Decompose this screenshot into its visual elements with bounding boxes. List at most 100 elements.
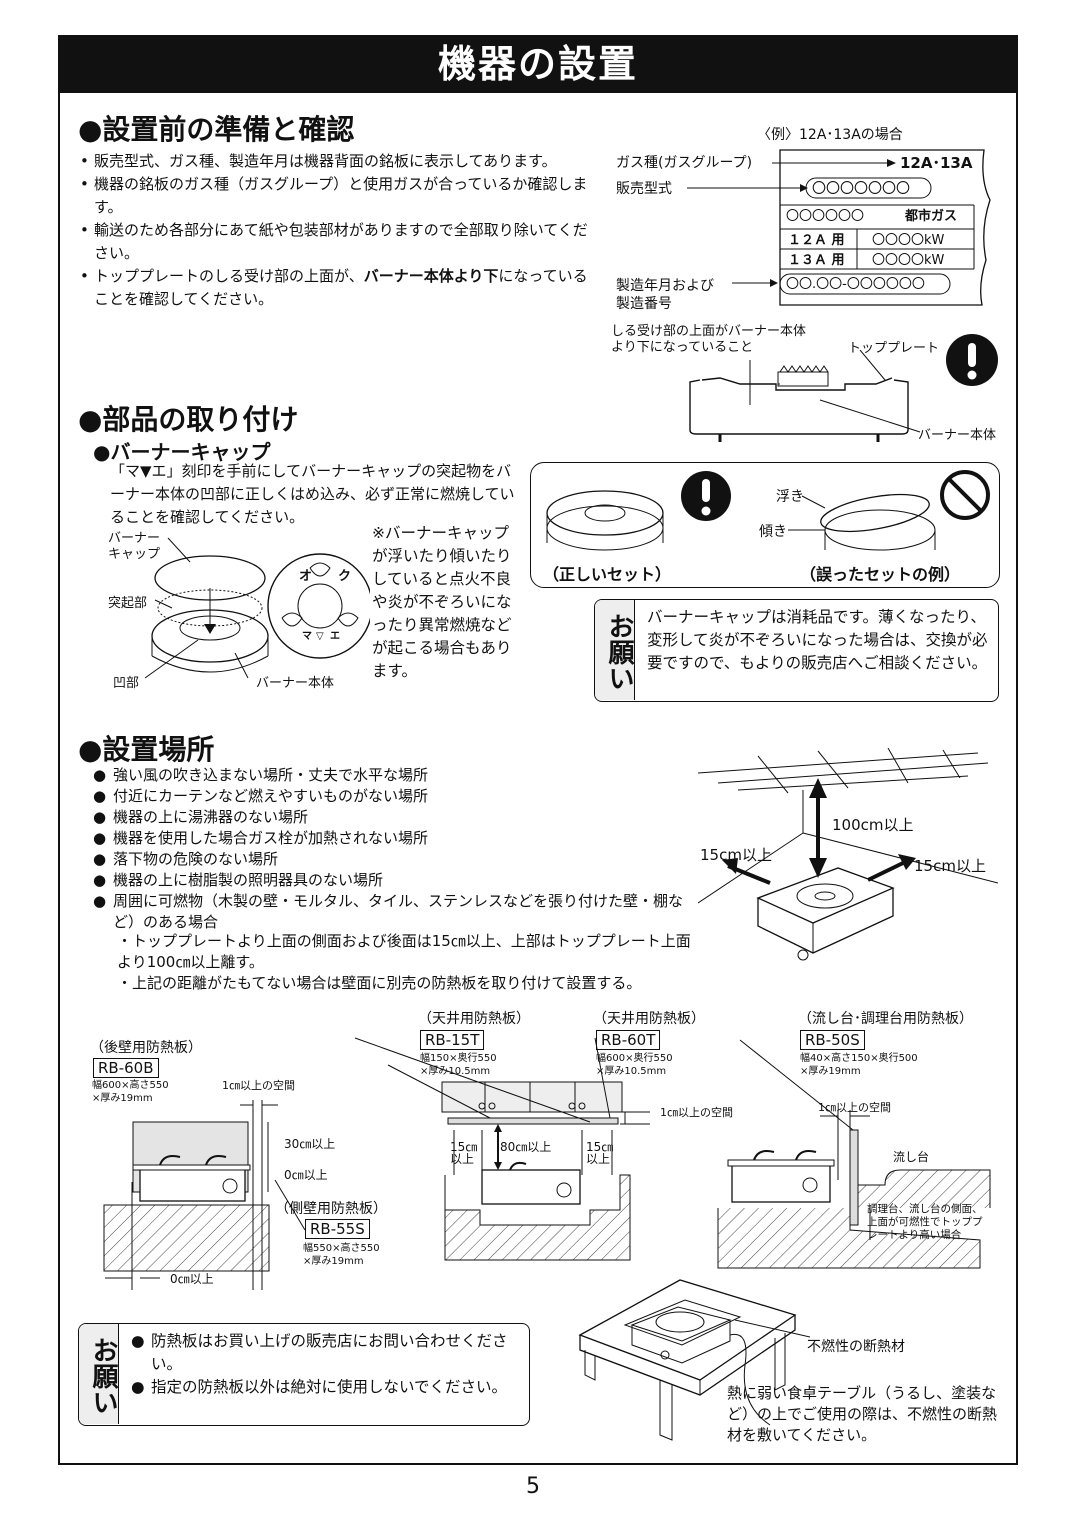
location-sub-2: ・上記の距離がたもてない場合は壁面に別売の防熱板を取り付けて設置する。 — [117, 974, 642, 992]
ceiling-board-1-size-2: ×厚み10.5mm — [420, 1066, 491, 1077]
side-board-size-2: ×厚み19mm — [303, 1256, 364, 1267]
onegai-boards-list: 防熱板はお買い上げの販売店にお問い合わせください。 指定の防熱板以外は絶対に使用… — [131, 1330, 523, 1399]
insulation-label: 不燃性の断熱材 — [807, 1339, 905, 1355]
rear-height-0: 0㎝以上 — [284, 1168, 328, 1182]
onegai-item: 防熱板はお買い上げの販売店にお問い合わせください。 — [131, 1330, 523, 1376]
table-note: 熱に弱い食卓テーブル（うるし、塗装など）の上でご使用の際は、不燃性の断熱材を敷い… — [727, 1384, 998, 1444]
nameplate-row3-left: １３Ａ 用 — [788, 253, 845, 268]
nameplate-diagram — [687, 149, 991, 306]
location-sub-1: ・トッププレートより上面の側面および後面は15㎝以上、上部はトッププレート上面よ… — [117, 932, 691, 971]
burner-cap-instructions: 「マ▼エ」刻印を手前にしてバーナーキャップの突起物をバーナー本体の凹部に正しくは… — [110, 462, 515, 526]
sink-gap-label: 1㎝以上の空間 — [818, 1101, 891, 1114]
cap-mark-e: エ — [330, 631, 340, 642]
label-burner-body: バーナー本体 — [256, 676, 335, 691]
prep-list: 販売型式、ガス種、製造年月は機器背面の銘板に表示してあります。 機器の銘板のガス… — [80, 150, 590, 311]
clearance-left: 15cm以上 — [700, 846, 772, 864]
sink-board-size-1: 幅40×高さ150×奥行500 — [800, 1053, 918, 1064]
label-serial-2: 製造番号 — [616, 296, 672, 312]
correct-set-label: （正しいセット） — [543, 565, 672, 584]
sink-board-model: RB-50S — [800, 1030, 865, 1050]
sink-board-title: （流し台･調理台用防熱板） — [798, 1011, 973, 1027]
rear-board-title: （後壁用防熱板） — [90, 1040, 202, 1056]
prohibited-icon — [940, 470, 990, 520]
wrong-set-label: （誤ったセットの例） — [800, 565, 961, 584]
clearance-diagram — [698, 748, 998, 961]
rear-board-size-2: ×厚み19mm — [92, 1093, 153, 1104]
cap-mark-ku: ク — [338, 569, 352, 584]
nameplate-row2-left: １２Ａ 用 — [788, 233, 845, 248]
sink-label: 流し台 — [893, 1150, 930, 1164]
ceiling-15-right: 15㎝ 以上 — [586, 1140, 614, 1166]
prep-item: 輸送のため各部分にあて紙や包装部材がありますので全部取り除いてください。 — [80, 219, 590, 265]
ceiling-board-2-size-2: ×厚み10.5mm — [596, 1066, 667, 1077]
location-item: 周囲に可燃物（木製の壁・モルタル、タイル、ステンレスなどを張り付けた壁・棚など）… — [93, 891, 693, 933]
location-list: 強い風の吹き込まない場所・丈夫で水平な場所 付近にカーテンなど燃えやすいものがな… — [93, 765, 693, 933]
model-value: 〇〇〇〇〇〇〇 — [812, 181, 910, 197]
page-title: 機器の設置 — [58, 35, 1018, 93]
parts-heading: ●部品の取り付け — [78, 403, 299, 436]
onegai-item: 指定の防熱板以外は絶対に使用しないでください。 — [131, 1376, 523, 1399]
label-burner-cap: バーナー キャップ — [108, 531, 161, 562]
correct-exclamation-icon — [681, 471, 731, 521]
sink-board-diagram — [717, 1039, 991, 1269]
nameplate-row1-right: 都市ガス — [905, 209, 958, 224]
burner-cap-heading: ●バーナーキャップ — [93, 440, 271, 464]
onegai-cap-text: バーナーキャップは消耗品です。薄くなったり、変形して炎が不ぞろいになった場合は、… — [647, 608, 988, 672]
ceiling-15-left: 15㎝ 以上 — [450, 1140, 478, 1166]
rear-height-30: 30㎝以上 — [284, 1137, 336, 1151]
clearance-top: 100cm以上 — [832, 816, 914, 834]
page-number: 5 — [526, 1474, 540, 1499]
cap-mark-triangle: ▽ — [316, 631, 324, 642]
location-item: 強い風の吹き込まない場所・丈夫で水平な場所 — [93, 765, 693, 786]
label-gas: ガス種(ガスグループ) — [616, 155, 753, 171]
onegai-box-cap: お願い バーナーキャップは消耗品です。薄くなったり、変形して炎が不ぞろいになった… — [594, 599, 999, 702]
ceiling-board-1-title: （天井用防熱板） — [418, 1011, 530, 1027]
ceiling-gap-label: 1㎝以上の空間 — [660, 1106, 733, 1119]
label-protrusion: 突起部 — [108, 596, 148, 611]
diagram-note-2: より下になっていること — [611, 340, 754, 355]
prep-item: トッププレートのしる受け部の上面が、バーナー本体より下になっていることを確認して… — [80, 265, 590, 311]
rear-board-diagram — [103, 1100, 306, 1290]
ceiling-board-2-model: RB-60T — [596, 1030, 661, 1050]
table-illustration — [578, 1279, 810, 1441]
prep-item: 機器の銘板のガス種（ガスグループ）と使用ガスが合っているか確認します。 — [80, 173, 590, 219]
stove-side-diagram — [689, 350, 921, 442]
label-floating: 浮き — [776, 489, 804, 505]
ceiling-board-1-model: RB-15T — [420, 1030, 485, 1050]
ceiling-board-1-size-1: 幅150×奥行550 — [420, 1053, 497, 1064]
ceiling-80: 80㎝以上 — [500, 1140, 552, 1154]
rear-gap-label: 1㎝以上の空間 — [222, 1079, 295, 1092]
rear-width-0: 0㎝以上 — [170, 1272, 214, 1286]
side-board-size-1: 幅550×高さ550 — [303, 1243, 380, 1254]
nameplate-example: 〈例〉12A･13Aの場合 — [757, 127, 903, 143]
diagram-note-1: しる受け部の上面がバーナー本体 — [611, 324, 807, 339]
prep-item: 販売型式、ガス種、製造年月は機器背面の銘板に表示してあります。 — [80, 150, 590, 173]
nameplate-row2-right: 〇〇〇〇kW — [872, 233, 945, 248]
prep-heading: ●設置前の準備と確認 — [78, 113, 355, 146]
location-item: 機器の上に湯沸器のない場所 — [93, 807, 693, 828]
onegai-box-boards: お願い 防熱板はお買い上げの販売店にお問い合わせください。 指定の防熱板以外は絶… — [78, 1323, 530, 1426]
clearance-right: 15cm以上 — [914, 857, 986, 875]
ceiling-board-2-size-1: 幅600×奥行550 — [596, 1053, 673, 1064]
ceiling-board-2-title: （天井用防熱板） — [593, 1011, 705, 1027]
burner-cap-warning: ※バーナーキャップが浮いたり傾いたりしていると点火不良や炎が不ぞろいになったり異… — [372, 524, 512, 680]
sink-board-size-2: ×厚み19mm — [800, 1066, 861, 1077]
side-board-title: （側壁用防熱板） — [275, 1201, 387, 1217]
location-heading: ●設置場所 — [78, 733, 215, 766]
caution-exclamation-icon — [946, 334, 998, 386]
label-serial-1: 製造年月および — [616, 278, 714, 294]
nameplate-row3-right: 〇〇〇〇kW — [872, 253, 945, 268]
location-item: 機器を使用した場合ガス栓が加熱されない場所 — [93, 828, 693, 849]
cap-mark-ma: マ — [302, 631, 312, 642]
serial-value: 〇〇.〇〇-〇〇〇〇〇〇 — [786, 277, 925, 292]
onegai-tab: お願い — [79, 1324, 119, 1424]
location-item: 機器の上に樹脂製の照明器具のない場所 — [93, 870, 693, 891]
cap-mark-o: オ — [299, 569, 313, 584]
cap-set-compare-panel — [530, 462, 1000, 588]
burner-cap-illustration — [144, 537, 370, 679]
gas-value: 12A･13A — [900, 154, 973, 172]
location-item: 落下物の危険のない場所 — [93, 849, 693, 870]
diagram-top-plate: トッププレート — [848, 341, 940, 356]
rear-board-size-1: 幅600×高さ550 — [92, 1080, 169, 1091]
onegai-tab: お願い — [595, 600, 635, 700]
